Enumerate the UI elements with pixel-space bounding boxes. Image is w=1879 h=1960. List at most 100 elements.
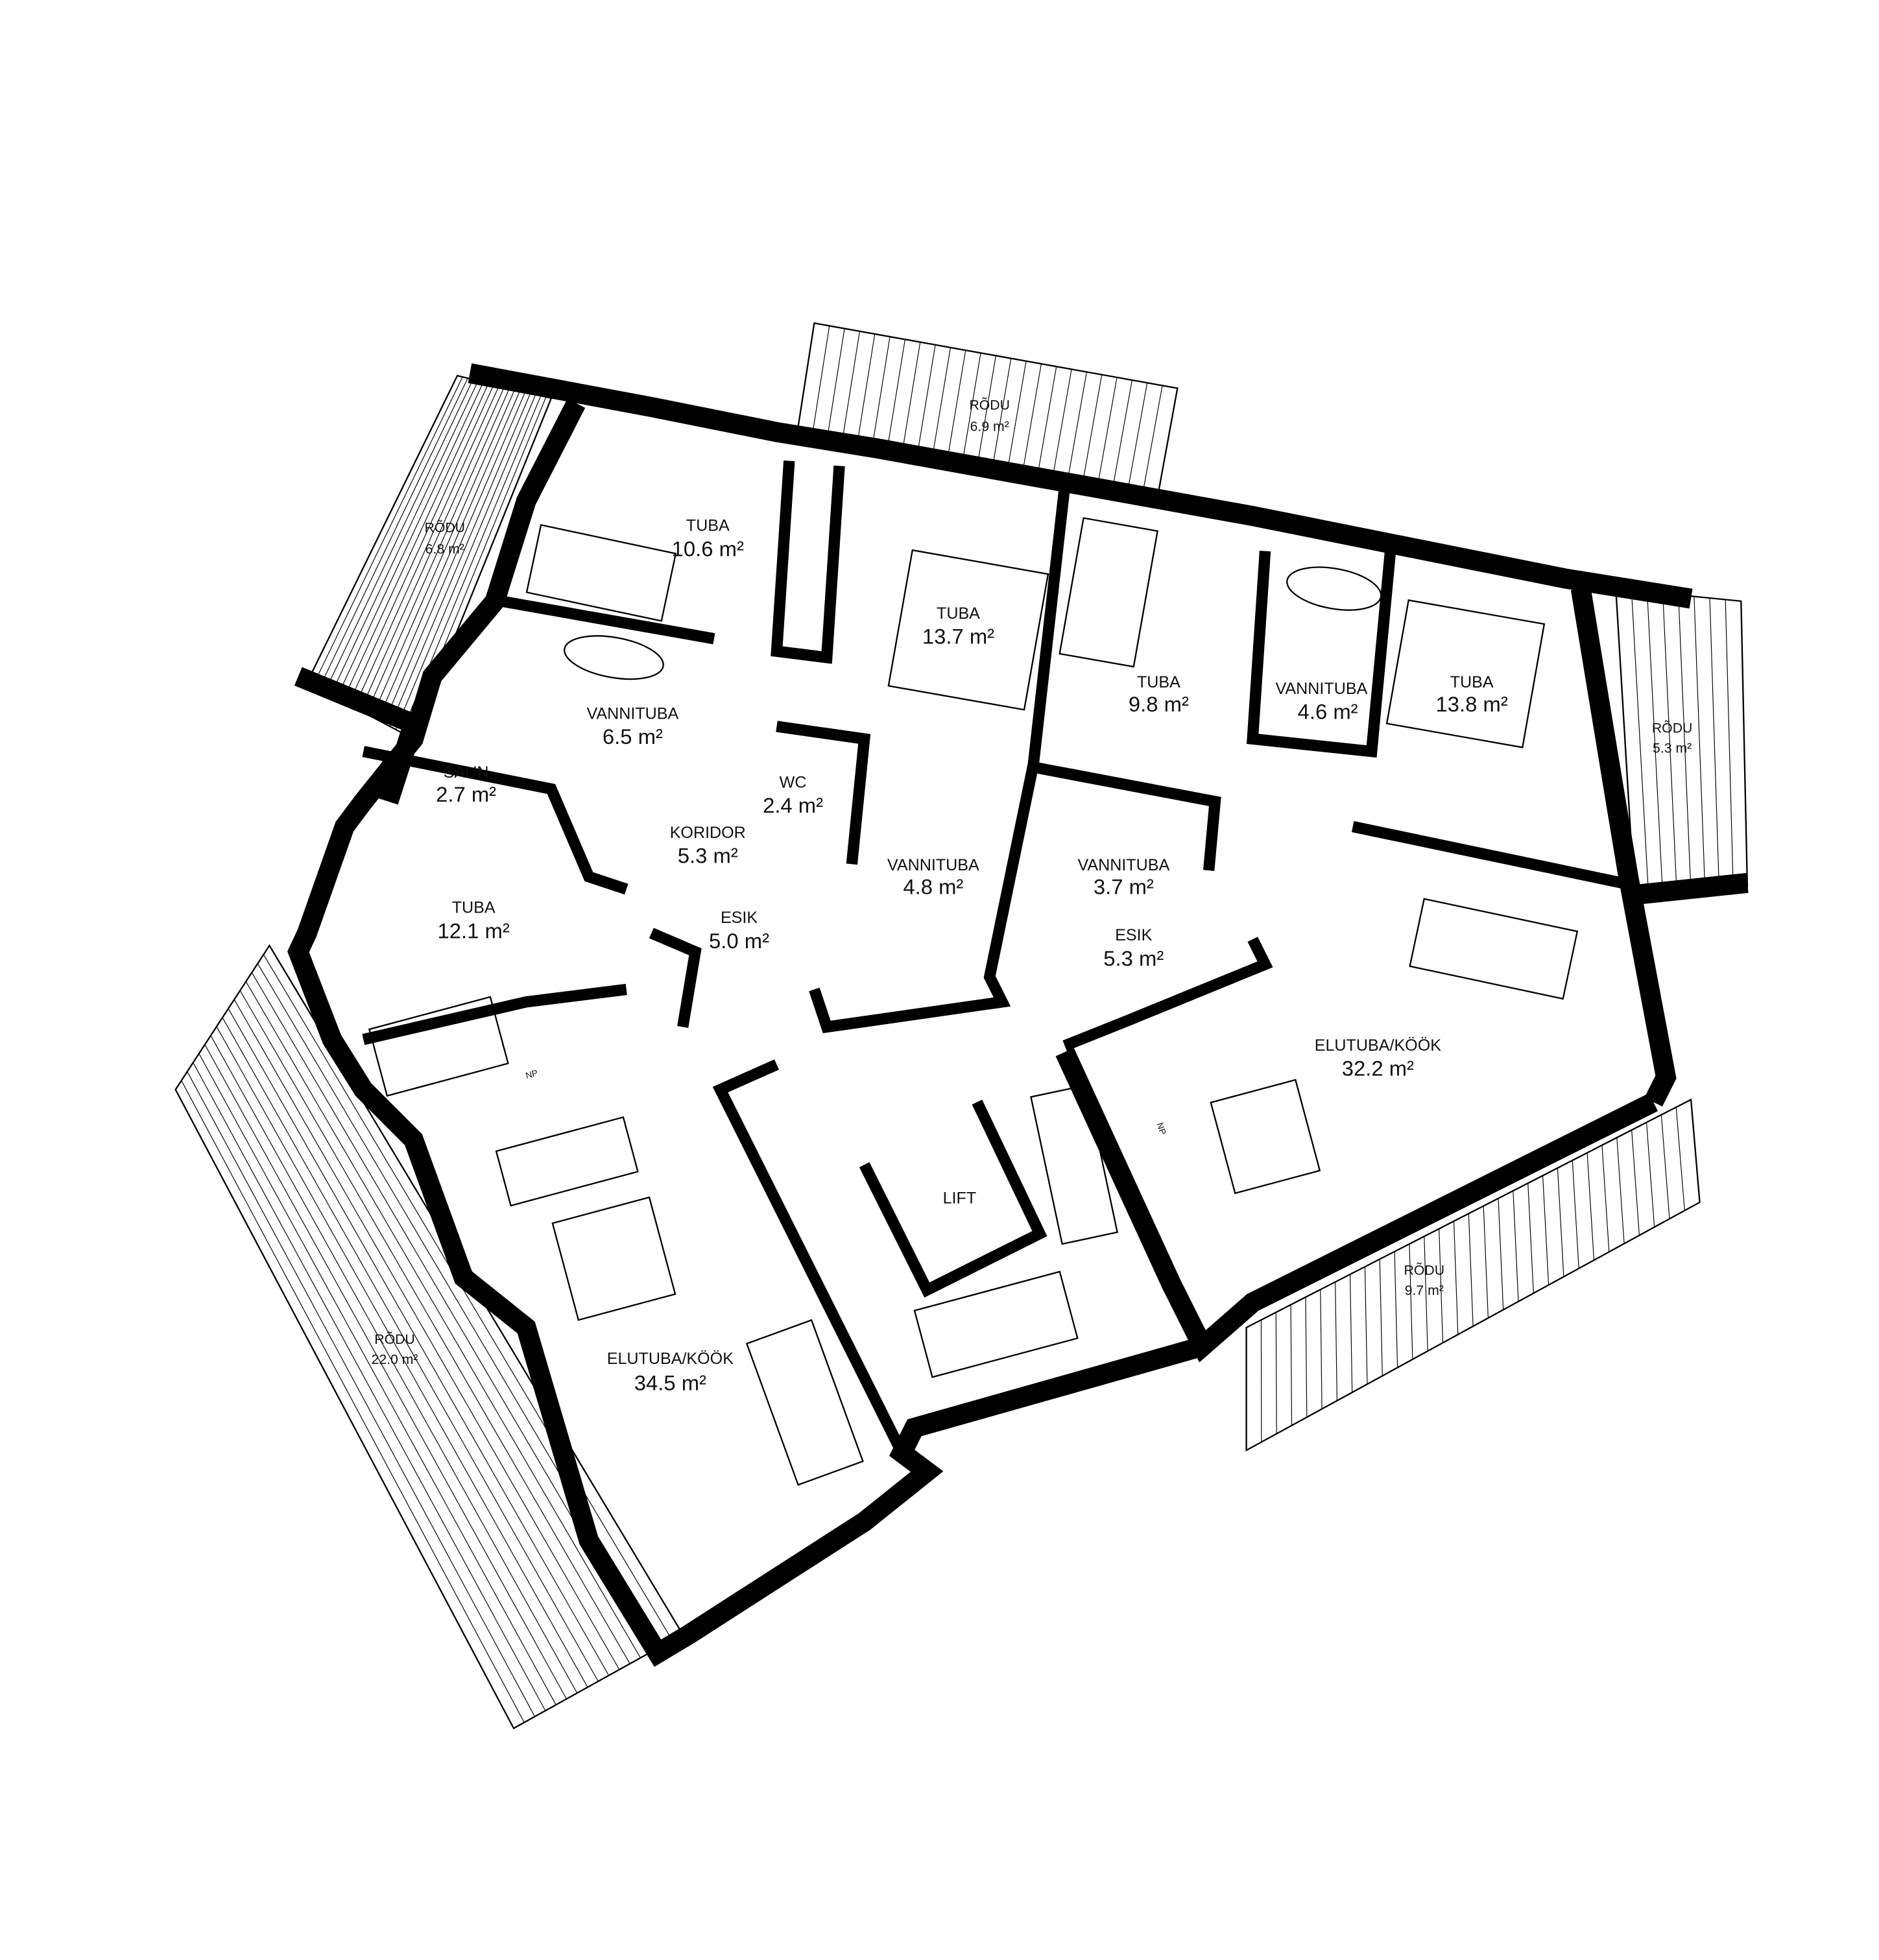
room-wc-area: 2.4 m²: [763, 793, 823, 817]
balcony-hatch-line: [395, 394, 536, 730]
balcony-wall-right: [1627, 872, 1749, 906]
bed-icon: [1385, 599, 1546, 748]
room-tuba-5-name: TUBA: [452, 899, 496, 917]
balcony-hatch-line: [222, 1017, 599, 1682]
lift-label: LIFT: [943, 1189, 977, 1208]
interior-walls: [362, 460, 1623, 1455]
room-vannituba-37-name: VANNITUBA: [1077, 856, 1169, 874]
balcony-hatch-line: [902, 342, 921, 452]
balcony-hatch-line: [198, 1053, 557, 1705]
balcony-bottom-right-name: RÕDU: [1404, 1262, 1445, 1278]
balcony-hatch-line: [216, 1026, 588, 1688]
balcony-bottom-right-area: 9.7 m²: [1405, 1283, 1444, 1298]
staircase-icon: [1030, 1084, 1119, 1245]
balcony-hatch-line: [336, 381, 484, 699]
balcony-hatch-line: [348, 384, 494, 705]
room-tuba-3-area: 9.8 m²: [1129, 692, 1189, 716]
balcony-hatch-line: [330, 380, 479, 695]
balcony-hatch-line: [1646, 592, 1664, 896]
balcony-hatch-line: [841, 331, 860, 443]
room-elutuba-left-name: ELUTUBA/KÖÖK: [607, 1350, 734, 1368]
room-tuba-4-name: TUBA: [1450, 673, 1494, 691]
balcony-top-left-area: 6.8 m²: [425, 541, 464, 556]
balcony-hatch-line: [1709, 598, 1720, 890]
balcony-hatch-line: [366, 388, 510, 714]
outer-wall: [468, 363, 1693, 609]
room-vannituba-65-area: 6.5 m²: [603, 724, 663, 748]
room-tuba-2-name: TUBA: [937, 604, 980, 623]
balcony-top-name: RÕDU: [969, 396, 1010, 412]
balcony-top-area: 6.9 m²: [970, 418, 1009, 434]
balcony-hatch-line: [353, 385, 499, 708]
room-vannituba-46-name: VANNITUBA: [1276, 680, 1368, 698]
balconies: [174, 322, 1749, 1730]
room-saun-name: SAUN: [444, 763, 489, 782]
balcony-hatch-line: [1527, 1183, 1534, 1293]
room-elutuba-right-name: ELUTUBA/KÖÖK: [1315, 1036, 1441, 1055]
room-koridor-area: 5.3 m²: [678, 843, 738, 867]
balcony-hatch-line: [318, 377, 468, 689]
room-esik-2-area: 5.3 m²: [1103, 946, 1164, 970]
balcony-hatch-line: [1424, 1236, 1428, 1352]
bathtub-icon: [564, 635, 664, 680]
balcony-hatch-line: [1022, 363, 1042, 471]
room-elutuba-right-area: 32.2 m²: [1342, 1057, 1414, 1081]
room-esik-1-name: ESIK: [721, 909, 758, 927]
balcony-hatch-line: [1320, 1289, 1322, 1409]
balcony-hatch-line: [1453, 1221, 1459, 1335]
balcony-left-name: RÕDU: [374, 1331, 415, 1347]
balcony-hatch-line: [1646, 1122, 1655, 1228]
room-vannituba-37-area: 3.7 m²: [1094, 875, 1154, 899]
balcony-hatch-line: [1483, 1206, 1489, 1319]
balcony-hatch-line: [1007, 361, 1027, 468]
balcony-hatch-line: [1468, 1213, 1474, 1326]
balcony-top-left-name: RÕDU: [424, 520, 465, 536]
balcony-right-area: 5.3 m²: [1653, 741, 1692, 756]
balcony-hatch-line: [233, 999, 620, 1670]
room-vannituba-65-name: VANNITUBA: [587, 704, 679, 723]
balcony-hatch-line: [1379, 1259, 1383, 1376]
balcony-hatch-line: [872, 337, 891, 448]
room-esik-2-name: ESIK: [1115, 926, 1152, 944]
room-wc-name: WC: [780, 774, 807, 792]
balcony-hatch-line: [228, 1008, 610, 1676]
balcony-left: [174, 944, 684, 1730]
balcony-hatch-line: [193, 1062, 546, 1711]
sofa-icon: [1409, 898, 1579, 1000]
outer-wall-right: [1570, 587, 1677, 1107]
np-label-left: NP: [525, 1068, 539, 1081]
dining-table-icon: [1210, 1079, 1321, 1195]
balcony-hatch-line: [1662, 593, 1677, 895]
balcony-wall-left: [294, 667, 426, 805]
balcony-hatch-line: [1631, 1130, 1640, 1236]
room-koridor-name: KORIDOR: [670, 824, 746, 842]
room-tuba-1-name: TUBA: [686, 517, 730, 535]
balcony-hatch-line: [1725, 599, 1734, 889]
room-tuba-3-name: TUBA: [1137, 673, 1180, 691]
balcony-hatch-line: [1693, 596, 1706, 892]
balcony-hatch-line: [1631, 590, 1649, 898]
balcony-left-area: 22.0 m²: [372, 1352, 418, 1367]
np-label-right: NP: [1155, 1121, 1168, 1136]
balcony-hatch-line: [1498, 1198, 1504, 1310]
balcony-hatch-line: [1616, 1137, 1625, 1244]
balcony-hatch-line: [1439, 1228, 1444, 1343]
balcony-hatch-line: [962, 353, 981, 462]
balcony-hatch-line: [1335, 1282, 1337, 1401]
room-saun-area: 2.7 m²: [436, 782, 496, 806]
balcony-hatch-line: [916, 344, 936, 455]
bathtub-icon: [1286, 566, 1382, 611]
furniture: [368, 517, 1579, 1486]
outer-wall-stair: [287, 398, 1206, 1667]
balcony-hatch-line: [947, 350, 966, 459]
balcony-right-name: RÕDU: [1652, 720, 1693, 736]
balcony-hatch-line: [1143, 385, 1163, 489]
balcony-hatch-line: [1305, 1297, 1308, 1418]
balcony-hatch-line: [342, 383, 489, 702]
bed-icon: [525, 524, 677, 622]
balcony-hatch-line: [359, 387, 505, 711]
balcony-hatch-line: [312, 376, 463, 686]
balcony-hatch-line: [1037, 366, 1057, 473]
room-tuba-4-area: 13.8 m²: [1436, 692, 1508, 716]
sofa-icon: [745, 1319, 864, 1486]
